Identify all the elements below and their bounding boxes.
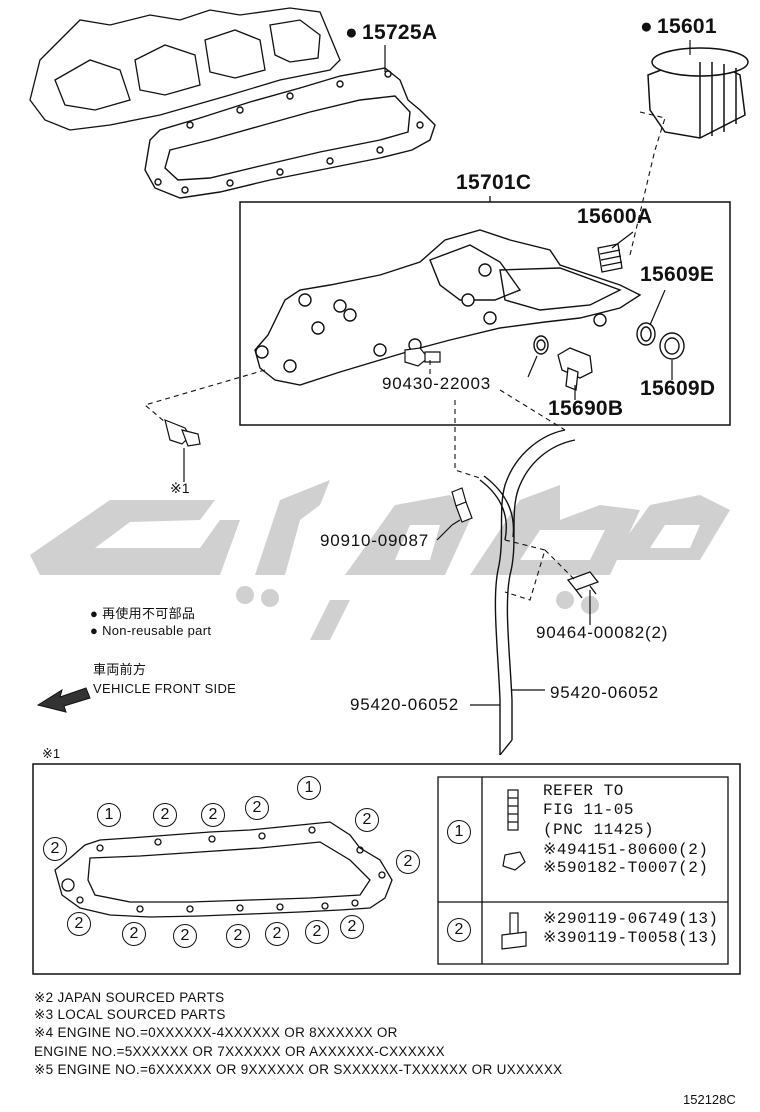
label-15701c: 15701C (456, 171, 532, 194)
callout-circle: 2 (396, 850, 420, 874)
table-row2-line2: ※390119-T0058(13) (543, 929, 719, 947)
table-row1-line5: ※590182-T0007(2) (543, 859, 709, 877)
bullet-icon: ● (90, 606, 99, 621)
callout-circle: 2 (245, 796, 269, 820)
table-row1-line2: FIG 11-05 (543, 801, 634, 819)
callout-circle: 1 (97, 803, 121, 827)
callout-circle: 2 (173, 924, 197, 948)
vehicle-front-arrow-icon (36, 687, 91, 713)
callout-circle: 2 (226, 924, 250, 948)
legend-front-jp: 車両前方 (93, 662, 147, 677)
label-15725a: 15725A (345, 22, 437, 43)
callout-circle: 2 (153, 803, 177, 827)
label-90464: 90464-00082(2) (536, 623, 669, 642)
callout-circle: 2 (122, 922, 146, 946)
detail-ref-label: ※1 (42, 746, 61, 761)
dashed-guide-lines (143, 111, 666, 601)
detail-gasket-drawing (54, 821, 393, 918)
label-15609e: 15609E (640, 263, 715, 286)
table-row1-line1: REFER TO (543, 782, 624, 800)
footnote-4: ENGINE NO.=5XXXXXX OR 7XXXXXX OR AXXXXXX… (34, 1044, 445, 1059)
tube-95420-drawing (479, 429, 576, 756)
stud-icon (507, 789, 519, 831)
callout-circle: 2 (355, 808, 379, 832)
assembly-box-15701c (239, 201, 731, 426)
detail-table (437, 776, 729, 965)
oil-cooler-housing-drawing (254, 229, 642, 386)
table-row1-line3: (PNC 11425) (543, 821, 655, 839)
label-15601: 15601 (640, 16, 717, 37)
legend-nonreusable-jp: ● 再使用不可部品 (90, 607, 195, 620)
clamp-90464-drawing (566, 571, 600, 599)
nut-icon (502, 851, 526, 871)
oil-filter-drawing (647, 47, 749, 139)
legend-nonreusable-en-text: Non-reusable part (102, 623, 212, 638)
watermark-logo (30, 480, 730, 640)
footnote-5: ※5 ENGINE NO.=6XXXXXX OR 9XXXXXX OR SXXX… (34, 1062, 563, 1077)
footnote-2: ※3 LOCAL SOURCED PARTS (34, 1007, 226, 1022)
gasket-90430-drawing (404, 347, 441, 367)
label-95420-left: 95420-06052 (350, 695, 460, 714)
callout-circle: 2 (340, 915, 364, 939)
detail-frame (32, 763, 741, 975)
union-15600a-drawing (597, 243, 623, 273)
label-95420-right: 95420-06052 (550, 683, 660, 702)
label-90910: 90910-09087 (320, 531, 430, 550)
label-15690b: 15690B (548, 397, 624, 420)
legend-nonreusable-en: ● Non-reusable part (90, 624, 211, 637)
callout-circle: 2 (265, 922, 289, 946)
callout-circle: 2 (43, 837, 67, 861)
callout-circle: 2 (305, 920, 329, 944)
label-90430: 90430-22003 (382, 374, 492, 393)
footnote-3: ※4 ENGINE NO.=0XXXXXX-4XXXXXX OR 8XXXXXX… (34, 1025, 398, 1040)
callout-circle: 2 (67, 912, 91, 936)
gauge-bolt-drawing (451, 487, 473, 523)
gasket-15725a-drawing (144, 67, 436, 199)
table-row-key-2: 2 (447, 918, 471, 942)
table-row-key-1: 1 (447, 820, 471, 844)
label-15609d: 15609D (640, 377, 716, 400)
label-15600a: 15600A (577, 205, 653, 228)
figure-id: 152128C (683, 1092, 736, 1107)
engine-block-drawing (29, 7, 341, 131)
table-row2-line1: ※290119-06749(13) (543, 910, 719, 928)
legend-nonreusable-jp-text: 再使用不可部品 (102, 606, 196, 621)
label-ref1: ※1 (170, 480, 190, 496)
table-row1-line4: ※494151-80600(2) (543, 841, 709, 859)
leader-lines (183, 40, 691, 706)
bolt-ref1-drawing (164, 419, 201, 447)
legend-front-en: VEHICLE FRONT SIDE (93, 681, 237, 696)
callout-circle: 2 (201, 803, 225, 827)
callout-circle: 1 (297, 776, 321, 800)
footnote-1: ※2 JAPAN SOURCED PARTS (34, 990, 225, 1005)
bolt-icon (501, 912, 527, 950)
oil-pressure-switch-drawing (557, 347, 593, 391)
bullet-icon: ● (90, 623, 99, 638)
plug-parts-drawing (533, 322, 685, 360)
